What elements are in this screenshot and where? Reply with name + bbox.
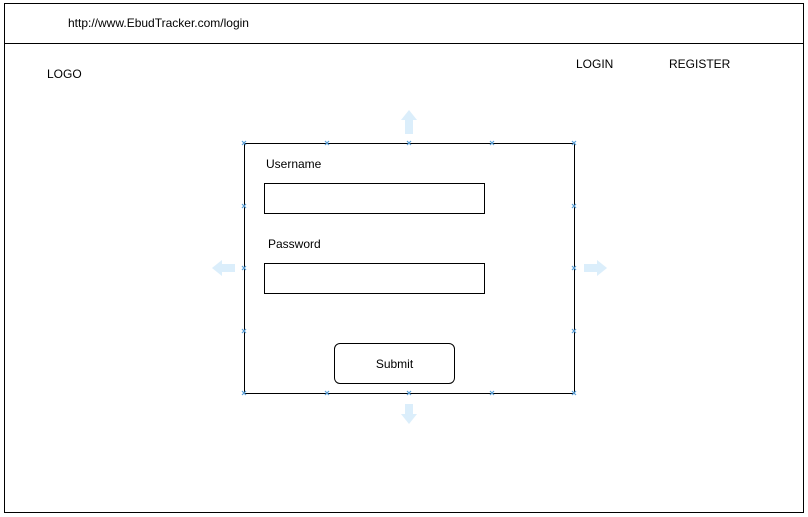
password-label: Password (268, 237, 321, 251)
logo: LOGO (47, 67, 82, 81)
submit-button[interactable]: Submit (334, 343, 455, 384)
nav-register-link[interactable]: REGISTER (669, 57, 731, 71)
nav-login-link[interactable]: LOGIN (576, 57, 614, 71)
username-field[interactable] (264, 183, 485, 214)
browser-window-frame (4, 3, 804, 513)
username-label: Username (266, 157, 322, 171)
url-bar[interactable]: http://www.EbudTracker.com/login (4, 3, 804, 44)
url-text: http://www.EbudTracker.com/login (68, 16, 249, 30)
submit-button-label: Submit (375, 356, 414, 371)
password-field[interactable] (264, 263, 485, 294)
